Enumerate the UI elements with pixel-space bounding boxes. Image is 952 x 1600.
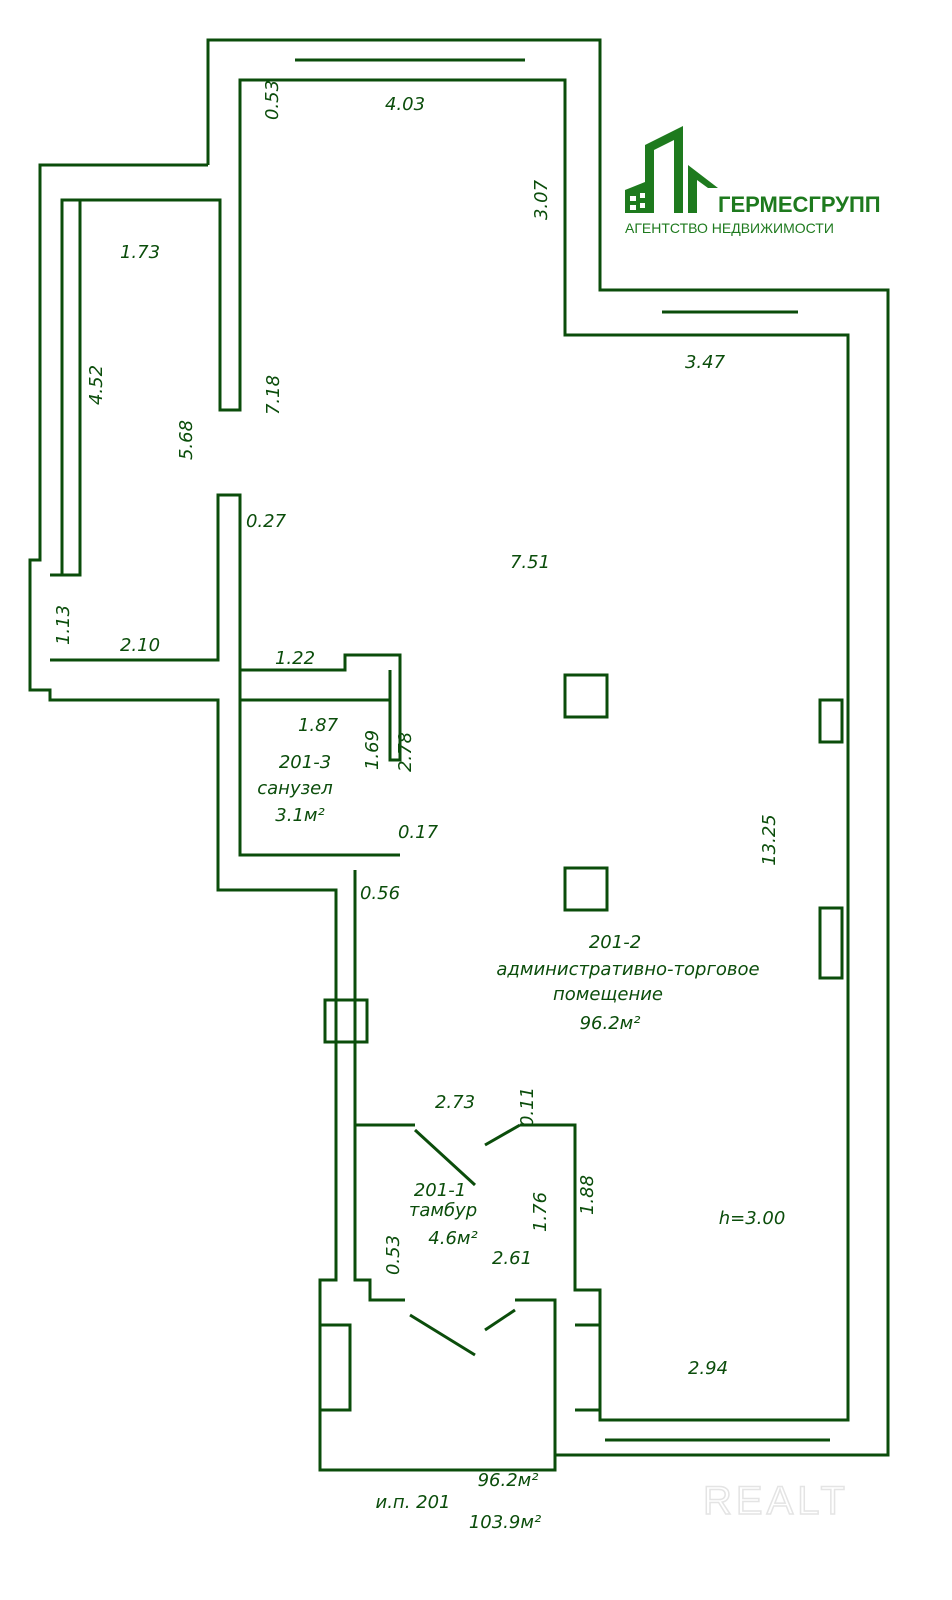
- room-number: 201-2: [589, 932, 641, 953]
- dim-label: 3.07: [531, 179, 552, 220]
- dim-label: 7.18: [263, 375, 284, 415]
- dim-label: 0.56: [360, 883, 400, 904]
- dim-label: 1.73: [120, 242, 160, 263]
- room-name: помещение: [553, 984, 663, 1005]
- ceiling-height: h=3.00: [719, 1208, 786, 1229]
- room-number: 201-3: [279, 752, 331, 773]
- room-name: административно-торговое: [496, 959, 759, 980]
- watermark: REALT: [703, 1479, 849, 1523]
- dim-label: 1.22: [275, 648, 315, 669]
- dim-label: 0.27: [246, 511, 287, 532]
- dim-label: 1.88: [577, 1175, 598, 1215]
- dim-label: 2.10: [120, 635, 160, 656]
- dim-label: 1.69: [362, 730, 383, 770]
- dim-label: 4.03: [385, 94, 425, 115]
- dim-label: 13.25: [759, 814, 780, 866]
- room-name: санузел: [257, 778, 333, 799]
- dim-label: 3.47: [685, 352, 726, 373]
- agency-subtitle: АГЕНТСТВО НЕДВИЖИМОСТИ: [625, 220, 834, 236]
- agency-name: ГЕРМЕСГРУПП: [718, 192, 881, 217]
- summary-label: и.п. 201: [376, 1492, 451, 1513]
- dim-label: 2.94: [688, 1358, 728, 1379]
- building-logo-icon: [625, 126, 718, 213]
- room-number: 201-1: [414, 1180, 466, 1201]
- agency-logo: ГЕРМЕСГРУПП АГЕНТСТВО НЕДВИЖИМОСТИ: [625, 126, 881, 236]
- dim-label: 1.13: [53, 605, 74, 645]
- dim-label: 2.78: [395, 732, 416, 772]
- dim-label: 0.11: [517, 1087, 538, 1127]
- room-name: тамбур: [409, 1200, 477, 1221]
- room-area: 96.2м²: [580, 1013, 641, 1034]
- dim-label: 0.17: [398, 822, 439, 843]
- dim-label: 5.68: [176, 420, 197, 460]
- room-area: 4.6м²: [428, 1228, 477, 1249]
- dim-label: 4.52: [86, 365, 107, 405]
- summary-area-total: 103.9м²: [469, 1512, 541, 1533]
- room-area: 3.1м²: [275, 805, 324, 826]
- walls: [28, 38, 890, 1472]
- dim-label: 1.87: [298, 715, 339, 736]
- dimension-labels: 0.53 4.03 3.07 1.73 4.52 5.68 7.18 3.47 …: [53, 80, 785, 1533]
- dim-label: 7.51: [510, 552, 550, 573]
- summary-area-living: 96.2м²: [478, 1470, 539, 1491]
- dim-label: 0.53: [262, 80, 283, 120]
- dim-label: 2.73: [435, 1092, 475, 1113]
- dim-label: 1.76: [530, 1192, 551, 1232]
- dim-label: 2.61: [492, 1248, 532, 1269]
- dim-label: 0.53: [383, 1235, 404, 1275]
